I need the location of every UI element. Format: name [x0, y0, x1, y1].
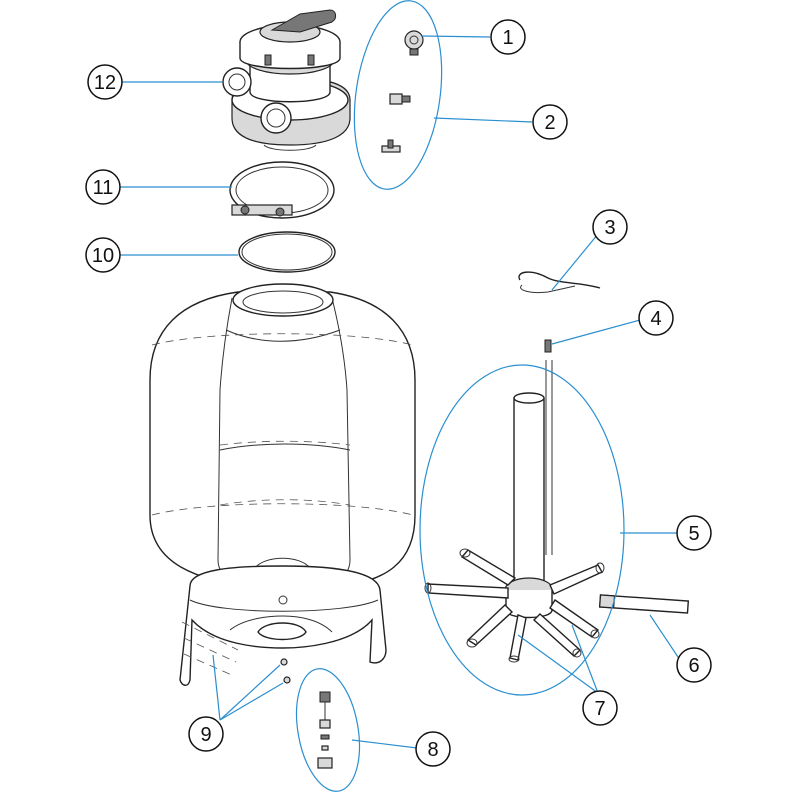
- callout-2: 2: [532, 104, 568, 140]
- callout-8: 8: [415, 731, 451, 767]
- base-screws: [280, 658, 291, 684]
- callout-7: 7: [582, 690, 618, 726]
- callout-10-label: 10: [92, 245, 114, 267]
- callout-6: 6: [676, 647, 712, 683]
- callout-9: 9: [188, 716, 224, 752]
- vent-fitting: [544, 339, 552, 353]
- lateral-assembly: [424, 360, 605, 663]
- callout-10: 10: [85, 237, 121, 273]
- gauge-and-fittings: [381, 30, 424, 153]
- tank-base: [179, 565, 387, 686]
- callout-3-label: 3: [604, 217, 615, 239]
- callout-4: 4: [638, 300, 674, 336]
- callout-5-label: 5: [688, 523, 699, 545]
- callout-12-label: 12: [94, 72, 116, 94]
- callout-11: 11: [85, 169, 121, 205]
- clamp-ring: [229, 161, 335, 219]
- callout-4-label: 4: [650, 308, 661, 330]
- o-ring: [238, 231, 336, 273]
- callout-6-label: 6: [688, 655, 699, 677]
- single-lateral: [598, 594, 690, 614]
- callout-11-label: 11: [93, 177, 114, 199]
- callout-8-label: 8: [427, 739, 438, 761]
- multiport-valve: [222, 9, 351, 151]
- callout-12: 12: [87, 64, 123, 100]
- callout-9-label: 9: [200, 724, 211, 746]
- callout-2-label: 2: [544, 112, 555, 134]
- callout-group-5-ellipse: [419, 364, 625, 696]
- callout-7-label: 7: [594, 698, 605, 720]
- callout-5: 5: [676, 515, 712, 551]
- filter-tank: [149, 283, 416, 600]
- air-relief-pipe: [518, 271, 601, 293]
- leader-lines: [119, 35, 681, 749]
- callout-group-8-ellipse: [295, 668, 361, 792]
- drain-assembly: [317, 691, 333, 769]
- callout-1-label: 1: [502, 27, 513, 49]
- callout-3: 3: [592, 209, 628, 245]
- callout-group-1-2-ellipse: [353, 0, 443, 190]
- callout-1: 1: [490, 19, 526, 55]
